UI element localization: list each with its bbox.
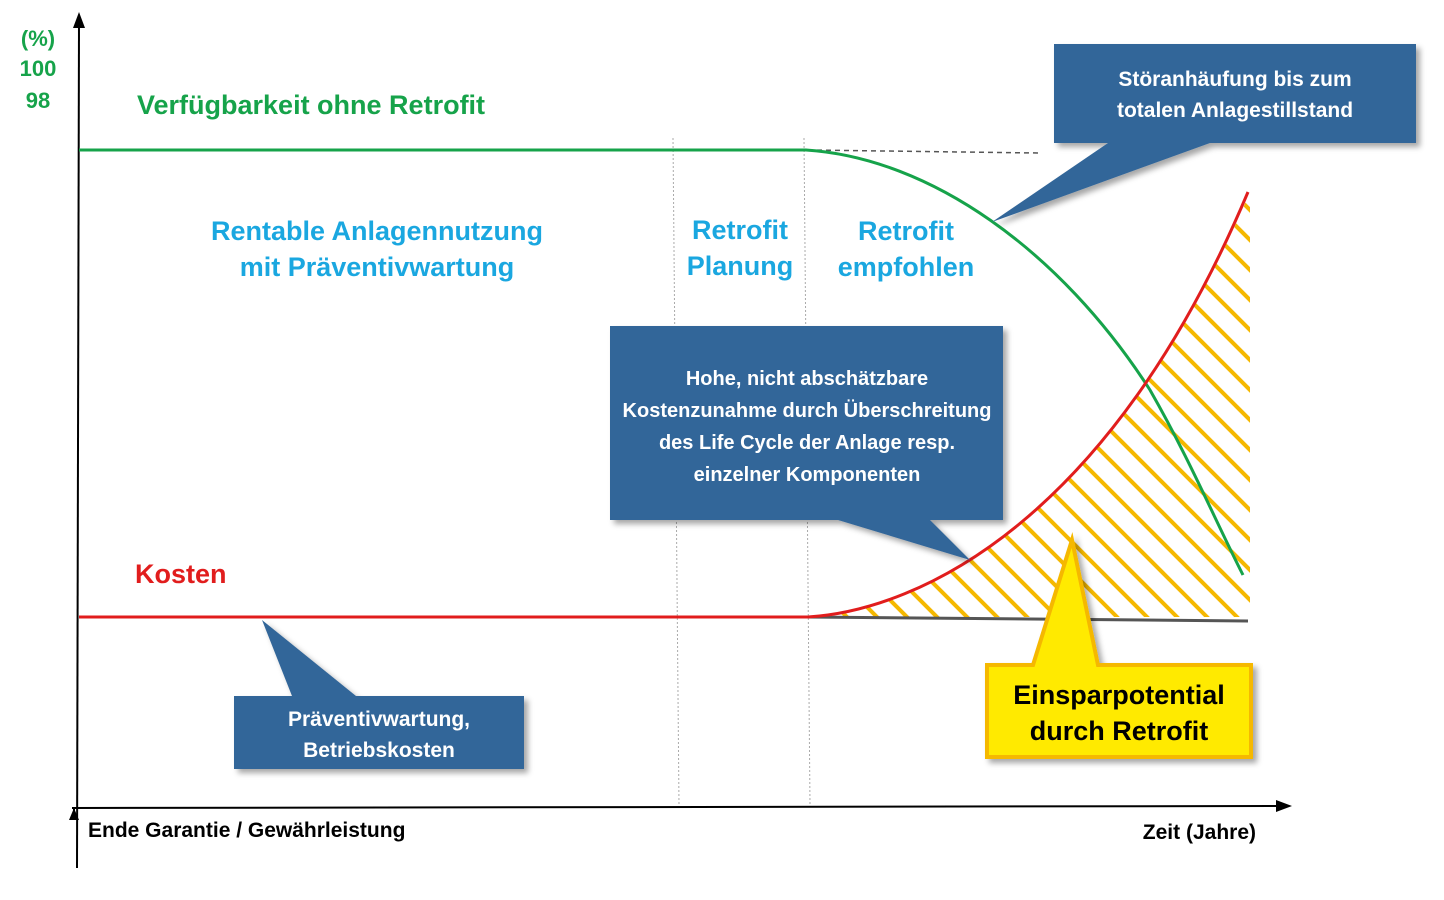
hatch-line bbox=[1168, 192, 1250, 617]
svg-text:Retrofit: Retrofit bbox=[858, 216, 954, 246]
x-axis bbox=[69, 800, 1292, 820]
origin-arrow-icon bbox=[69, 808, 79, 820]
callout-cost-increase: Hohe, nicht abschätzbare Kostenzunahme d… bbox=[610, 326, 1003, 560]
phase-label-recommended: Retrofit empfohlen bbox=[838, 216, 975, 282]
svg-text:Betriebskosten: Betriebskosten bbox=[303, 739, 455, 762]
y-axis bbox=[73, 12, 85, 869]
cost-curve bbox=[79, 191, 1250, 623]
svg-text:des Life Cycle der Anlage resp: des Life Cycle der Anlage resp. bbox=[659, 432, 955, 454]
y-tick-100: 100 bbox=[20, 56, 57, 81]
svg-text:Retrofit: Retrofit bbox=[692, 215, 788, 245]
hatch-line bbox=[1138, 192, 1250, 617]
phase-dividers bbox=[672, 137, 811, 807]
hatch-line bbox=[1228, 192, 1250, 617]
x-axis-label: Zeit (Jahre) bbox=[1143, 821, 1256, 844]
y-tick-98: 98 bbox=[26, 88, 50, 113]
svg-text:totalen Anlagestillstand: totalen Anlagestillstand bbox=[1117, 99, 1353, 122]
availability-curve bbox=[79, 148, 1245, 576]
availability-reference-line bbox=[807, 149, 1039, 154]
cost-baseline bbox=[805, 615, 1249, 623]
svg-text:einzelner Komponenten: einzelner Komponenten bbox=[694, 464, 921, 486]
divider-planning bbox=[672, 137, 680, 807]
y-axis-unit: (%) bbox=[21, 26, 55, 51]
svg-text:Hohe, nicht abschätzbare: Hohe, nicht abschätzbare bbox=[686, 368, 928, 390]
hatch-line bbox=[1260, 190, 1444, 620]
callout-breakdown: Störanhäufung bis zum totalen Anlagestil… bbox=[992, 44, 1416, 222]
x-origin-label: Ende Garantie / Gewährleistung bbox=[88, 819, 405, 842]
svg-text:Einsparpotential: Einsparpotential bbox=[1013, 680, 1225, 710]
availability-label: Verfügbarkeit ohne Retrofit bbox=[137, 90, 485, 120]
x-axis-arrow-icon bbox=[1276, 800, 1292, 812]
svg-text:Präventivwartung,: Präventivwartung, bbox=[288, 708, 470, 731]
svg-text:Kostenzunahme durch Überschrei: Kostenzunahme durch Überschreitung bbox=[623, 399, 992, 422]
phase-label-planning: Retrofit Planung bbox=[687, 215, 794, 281]
hatch-line bbox=[1048, 192, 1250, 617]
callout-maintenance: Präventivwartung, Betriebskosten bbox=[234, 620, 524, 769]
cost-label: Kosten bbox=[135, 559, 227, 589]
svg-text:Rentable Anlagennutzung: Rentable Anlagennutzung bbox=[211, 216, 543, 246]
hatch-line bbox=[1108, 192, 1250, 617]
y-axis-arrow-icon bbox=[73, 12, 85, 28]
svg-text:empfohlen: empfohlen bbox=[838, 252, 975, 282]
phase-label-operation: Rentable Anlagennutzung mit Präventivwar… bbox=[211, 216, 543, 282]
svg-text:Planung: Planung bbox=[687, 251, 794, 281]
svg-text:durch Retrofit: durch Retrofit bbox=[1030, 716, 1209, 746]
svg-text:Störanhäufung bis zum: Störanhäufung bis zum bbox=[1118, 68, 1351, 91]
callout-savings: Einsparpotential durch Retrofit bbox=[985, 532, 1253, 759]
hatch-line bbox=[1078, 192, 1250, 617]
svg-text:mit Präventivwartung: mit Präventivwartung bbox=[240, 252, 515, 282]
divider-recommended bbox=[803, 137, 811, 807]
